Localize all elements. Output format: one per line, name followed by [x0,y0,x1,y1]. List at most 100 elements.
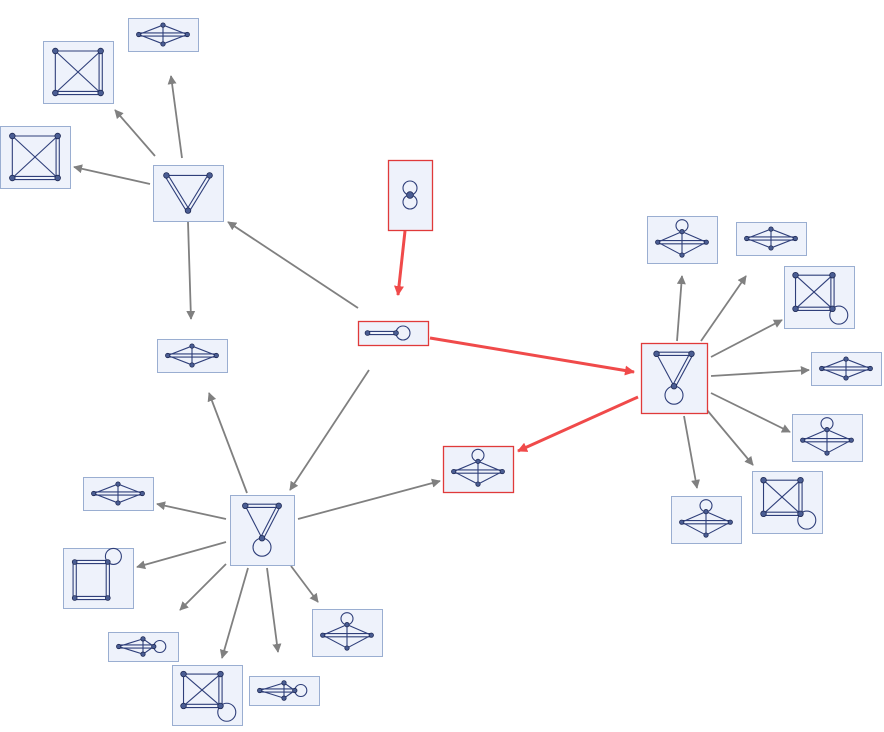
graph-vertex [679,252,685,258]
graph-vertex [792,235,798,242]
graph-vertex [744,235,750,242]
graph-vertex [151,643,157,650]
graph-node-b-diamond-loop [108,632,179,662]
graph-vertex [275,502,282,509]
graph-node-r-diamond-right [811,352,882,386]
graph-edge [54,50,102,94]
graph-vertex [292,687,298,694]
graph-vertex [760,510,767,517]
graph-vertex [189,343,195,349]
graph-edge [138,24,164,36]
graph-edge [191,345,217,357]
graph-vertex [688,350,695,357]
graph-edge [259,682,285,692]
graph-edge [845,358,871,370]
graph-vertex [184,207,192,214]
graph-node-r-square-x-loop-2 [752,471,823,534]
graph-edge [821,367,847,379]
graph-edge [191,354,217,366]
graph-vertex [792,305,799,312]
graph-vertex [867,365,873,372]
graph-edge [821,358,847,370]
graph-edge [117,483,143,495]
graph-edge [244,505,263,539]
graph-edge [656,353,675,387]
self-loop [797,510,817,530]
nodes-layer [0,18,882,726]
graph-edge [770,228,796,240]
graph-edge [138,33,164,45]
graph-edge [845,367,871,379]
graph-vertex [115,500,121,506]
graph-vertex [180,702,187,710]
edge-tri-left-to-diamond-left-mid [186,221,196,320]
graph-edge [183,673,221,707]
highlighted-edge-figure8-to-root [394,230,407,296]
graph-node-b-square-x-loop [172,665,243,726]
graph-node-b-square-loop [63,547,134,609]
graph-edge [93,483,119,495]
graph-vertex [140,651,146,657]
graph-vertex [105,559,111,565]
graph-vertex [165,352,171,359]
graph-vertex [768,226,774,232]
graph-vertex [829,305,836,312]
graph-vertex [819,365,825,372]
graph-vertex [257,687,263,694]
graph-vertex [9,174,16,182]
graph-node-b-kite-right [312,609,383,657]
graph-edge [117,492,143,504]
edge-tri-left-to-tl-square-x [114,109,156,157]
graph-vertex [54,174,61,182]
graph-vertex [9,132,16,140]
graph-vertex [768,245,774,251]
graph-vertex [217,670,224,678]
graph-vertex [213,352,219,359]
edge-tri-right-to-r-square-x-loop [710,319,783,358]
graph-vertex [848,437,854,443]
graph-node-r-square-x-loop [784,266,855,329]
graph-node-tl-square-x [43,41,114,104]
graph-vertex [797,477,804,484]
edge-root-to-tri-left [227,221,359,309]
graph-vertex [824,450,830,456]
graph-vertex [52,89,59,97]
edge-tri-left-to-tl-top [167,75,183,159]
graph-vertex [792,272,799,279]
graph-edge [672,352,691,386]
graph-node-b-diamond-loop-2 [249,676,320,706]
graph-node-kite-loop-center [442,445,515,494]
graph-edge [262,506,281,540]
graph-vertex [475,458,481,464]
edge-tri-bottom-to-b-diamond-loop [179,563,227,611]
graph-vertex [97,89,104,97]
graph-vertex [71,595,78,601]
graph-vertex [703,239,709,245]
graph-edge [164,175,188,212]
graph-edge [746,228,772,240]
graph-edge [167,174,190,211]
self-loop [217,702,237,722]
edge-tri-right-to-r-kite-bottom [683,415,700,489]
graph-vertex [116,643,122,650]
graph-edge [188,175,212,212]
graph-vertex [320,632,326,638]
highlighted-edge-root-to-tri-right [429,336,635,376]
graph-edge [260,504,278,538]
graph-node-r-kite-right [792,414,863,462]
graph-node-b-diamond-left [83,477,154,511]
graph-node-root [357,320,430,347]
graph-vertex [406,191,414,199]
graph-vertex [160,22,166,28]
edge-tri-bottom-to-b-diamond-left [156,501,227,520]
edge-tri-right-to-r-diamond-top [700,275,747,342]
graph-edge [167,345,193,357]
graph-node-tri-left [153,165,224,222]
graph-node-r-kite-top [647,216,718,264]
graph-vertex [670,383,678,390]
graph-vertex [344,645,350,651]
edge-tri-left-to-tl-square-x-left [73,164,151,185]
edge-tri-bottom-to-b-diamond-loop-2 [266,567,282,653]
graph-vertex [451,468,457,475]
